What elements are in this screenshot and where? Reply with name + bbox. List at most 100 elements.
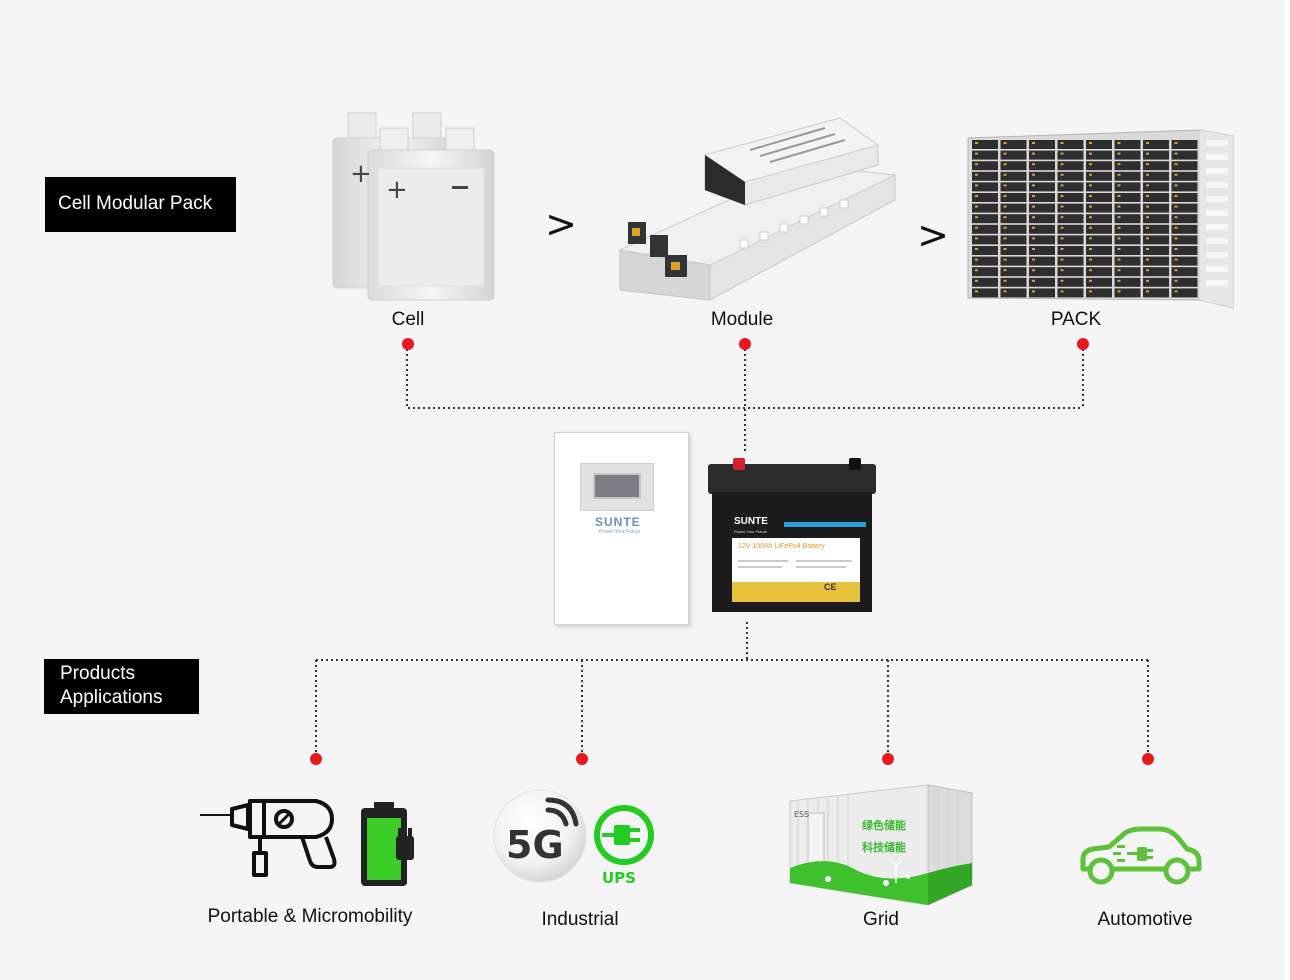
rack-module xyxy=(1057,171,1084,181)
rack-module xyxy=(1143,171,1169,181)
controller-display xyxy=(580,463,654,511)
pack-dot xyxy=(1077,338,1089,350)
rack-module xyxy=(1114,256,1141,266)
rack-module-led xyxy=(1174,237,1178,240)
rack-module xyxy=(1143,150,1169,160)
rack-module-led xyxy=(1032,216,1035,219)
rack-module-led xyxy=(1089,173,1092,176)
rack-module-led xyxy=(1174,152,1178,155)
rack-module-led xyxy=(1117,152,1121,155)
rack-module-led xyxy=(1060,173,1064,176)
module-dot xyxy=(739,338,751,350)
rack-module xyxy=(1114,182,1141,192)
wall-controller-product: SUNTE Power Your Future xyxy=(554,432,689,625)
rack-module xyxy=(1029,140,1055,149)
rack-module-led xyxy=(1089,269,1092,272)
rack-module xyxy=(1000,203,1027,213)
rack-module xyxy=(1143,214,1169,224)
rack-module xyxy=(1086,224,1112,234)
rack-module-led xyxy=(1003,290,1007,293)
module-icon xyxy=(618,117,897,301)
battery-model: 12V 100Ah LiFePo4 Battery xyxy=(738,543,825,550)
rack-module-led xyxy=(1146,152,1149,155)
rack-module-led xyxy=(1032,184,1035,187)
stage-label-cell: Cell xyxy=(391,309,425,330)
rack-module-led xyxy=(1060,195,1064,197)
rack-module xyxy=(1057,246,1084,255)
rack-module-led xyxy=(1003,142,1007,144)
rack-module-led xyxy=(1003,216,1007,219)
rack-module-led xyxy=(1117,290,1121,293)
rack-module-led xyxy=(1146,237,1149,240)
connector-cell-line xyxy=(406,344,1083,409)
rack-module xyxy=(1057,267,1084,277)
rack-module xyxy=(972,140,998,149)
lifepo4-battery-product: SUNTE Power Your Future 12V 100Ah LiFePo… xyxy=(708,458,876,613)
rack-module-led xyxy=(1032,205,1035,208)
rack-module xyxy=(972,161,998,171)
rack-module-led xyxy=(975,173,978,176)
rack-module-led xyxy=(975,163,978,166)
rack-module xyxy=(1171,203,1198,213)
rack-module xyxy=(1057,235,1084,245)
rack-module xyxy=(1171,161,1198,171)
rack-module-led xyxy=(975,226,978,229)
rack-module-led xyxy=(1117,237,1121,240)
rack-module-led xyxy=(1174,195,1178,197)
page-edge xyxy=(1285,0,1290,980)
rack-module-led xyxy=(1089,152,1092,155)
rack-module xyxy=(1029,171,1055,181)
grid-dot xyxy=(882,753,894,765)
rack-module xyxy=(1143,256,1169,266)
rack-module-led xyxy=(1174,226,1178,229)
rack-module-led xyxy=(1060,184,1064,187)
rack-module xyxy=(1086,214,1112,224)
stage-label-module: Module xyxy=(710,309,774,330)
rack-module xyxy=(1000,235,1027,245)
container-line2: 科技储能 xyxy=(862,840,906,854)
rack-module xyxy=(1000,140,1027,149)
rack-module-led xyxy=(1003,173,1007,176)
rack-module xyxy=(1086,288,1112,298)
portable-dot xyxy=(310,753,322,765)
rack-module xyxy=(1143,246,1169,255)
rack-module-led xyxy=(1003,269,1007,272)
battery-terminal-negative xyxy=(849,458,861,470)
rack-module xyxy=(1143,288,1169,298)
rack-module-led xyxy=(1146,142,1149,144)
rack-module xyxy=(972,214,998,224)
battery-label: 12V 100Ah LiFePo4 Battery CE xyxy=(732,538,860,602)
rack-module xyxy=(1029,224,1055,234)
flow-arrow-module-pack: > xyxy=(917,213,949,257)
rack-module xyxy=(1114,267,1141,277)
rack-module-led xyxy=(975,184,978,187)
rack-module xyxy=(972,267,998,277)
rack-module xyxy=(1029,193,1055,202)
rack-module-led xyxy=(1003,226,1007,229)
rack-module-led xyxy=(1146,163,1149,166)
rack-module-led xyxy=(975,216,978,219)
5g-icon: 5G xyxy=(493,789,587,883)
rack-module xyxy=(1143,193,1169,202)
rack-module-led xyxy=(1032,163,1035,166)
rack-module-led xyxy=(975,279,978,282)
rack-module xyxy=(1171,246,1198,255)
rack-module xyxy=(1171,235,1198,245)
rack-module-led xyxy=(1060,279,1064,282)
rack-module-led xyxy=(1089,258,1092,261)
rack-module xyxy=(1086,140,1112,149)
rack-module-led xyxy=(1003,258,1007,261)
rack-module-led xyxy=(975,152,978,155)
pack-rack-modules xyxy=(972,140,1198,298)
container-tag: ESS xyxy=(794,810,809,819)
rack-module-led xyxy=(1032,290,1035,293)
battery-stripe xyxy=(784,522,866,527)
rack-module xyxy=(1057,150,1084,160)
rack-module-led xyxy=(1117,163,1121,166)
cell-dot xyxy=(402,338,414,350)
rack-module-led xyxy=(1003,205,1007,208)
rack-module-led xyxy=(1117,205,1121,208)
rack-module xyxy=(1029,256,1055,266)
rack-module xyxy=(1086,246,1112,255)
rack-module-led xyxy=(1174,142,1178,144)
